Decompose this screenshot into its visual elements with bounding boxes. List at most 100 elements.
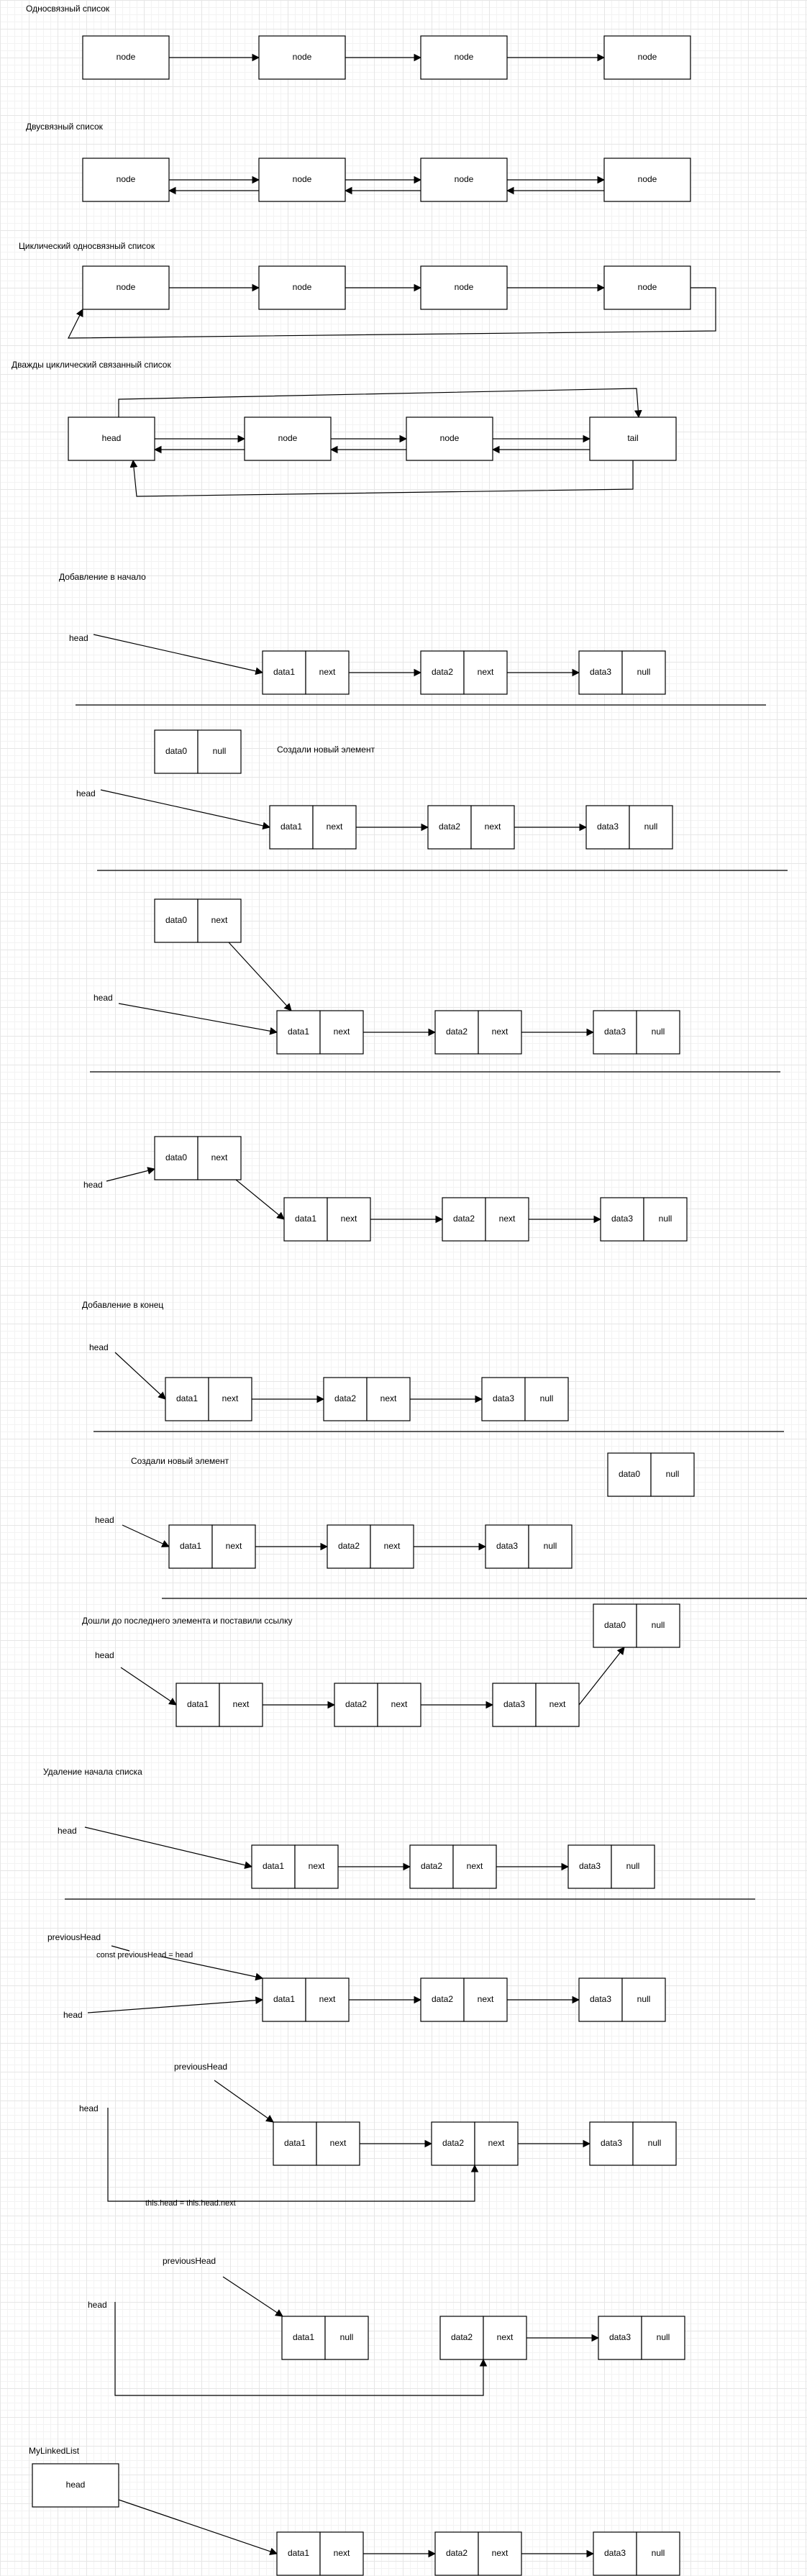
al1-node-1-pointer-cell xyxy=(208,1377,252,1421)
add-last-head-arrow-2 xyxy=(122,1524,170,1547)
af4-node-2-data-cell xyxy=(442,1197,486,1242)
add-first-head-arrow-1 xyxy=(93,634,264,675)
al2-node-3-pointer-cell xyxy=(528,1524,573,1569)
circular-node-4-label: node xyxy=(638,282,657,292)
section-title-remove-first: Удаление начала списка xyxy=(43,1767,142,1777)
al2-node-2-pointer-label: next xyxy=(384,1541,401,1551)
rf3-node-3-data-cell xyxy=(589,2121,634,2166)
doubly-node-2 xyxy=(258,158,346,202)
al1-node-2-pointer-label: next xyxy=(380,1393,397,1403)
al2-new-node-pointer-label: null xyxy=(666,1469,680,1479)
rf1-node-3-pointer-cell xyxy=(611,1844,655,1889)
rf2-node-2-pointer-label: next xyxy=(478,1994,494,2004)
af1-node-3-data-label: data3 xyxy=(590,667,611,677)
previous-head-label-2: previousHead xyxy=(174,2062,227,2072)
rf3-node-3-pointer-cell xyxy=(632,2121,677,2166)
al2-node-1-pointer-label: next xyxy=(226,1541,242,1551)
af4-node-1-pointer-cell xyxy=(327,1197,371,1242)
af1-node-2-pointer-cell xyxy=(463,650,508,695)
rf2-node-3-pointer-cell xyxy=(621,1977,666,2022)
al2-node-2-data-label: data2 xyxy=(338,1541,360,1551)
mll-node-2-pointer-label: next xyxy=(492,2548,509,2558)
rf2-node-1-pointer-label: next xyxy=(319,1994,336,2004)
remove-head-3: head xyxy=(79,2103,99,2113)
al2-node-2-data-cell xyxy=(327,1524,371,1569)
af3-node-3-data-cell xyxy=(593,1010,637,1055)
af1-node-1-pointer-cell xyxy=(305,650,350,695)
af2-node-3-pointer-label: null xyxy=(644,822,658,832)
created-new-label: Создали новый элемент xyxy=(277,745,375,755)
section-title-singly: Односвязный список xyxy=(26,4,110,14)
dc-node-1-label: node xyxy=(278,433,298,443)
al3-new-node-pointer-label: null xyxy=(652,1620,665,1630)
al3-node-1-data-cell xyxy=(175,1683,220,1727)
af4-node-1-data-cell xyxy=(283,1197,328,1242)
al1-node-1-pointer-label: next xyxy=(222,1393,239,1403)
al1-node-3-pointer-label: null xyxy=(540,1393,554,1403)
rf4-node-2-pointer-label: next xyxy=(497,2332,514,2342)
circular-back-arrow xyxy=(68,287,716,339)
rf2-node-1-data-label: data1 xyxy=(273,1994,295,2004)
remove-head-arrow-2 xyxy=(87,1996,264,2013)
al2-node-3-data-label: data3 xyxy=(496,1541,518,1551)
dc-node-2 xyxy=(406,417,493,461)
previous-head-arrow-1 xyxy=(161,1956,264,1981)
circular-node-3 xyxy=(420,265,508,310)
rf1-node-2-pointer-label: next xyxy=(467,1861,483,1871)
af3-node-1-pointer-label: next xyxy=(334,1027,350,1037)
af4-node-3-data-cell xyxy=(600,1197,644,1242)
mll-node-2-data-label: data2 xyxy=(446,2548,468,2558)
al3-node-2-pointer-cell xyxy=(377,1683,421,1727)
remove-head-4: head xyxy=(88,2300,107,2310)
dc-node-2-label: node xyxy=(440,433,460,443)
mll-node-1-data-cell xyxy=(276,2531,321,2576)
my-linked-list-title: MyLinkedList xyxy=(29,2446,80,2456)
rf1-node-1-pointer-cell xyxy=(294,1844,339,1889)
this-head-next-note: this.head = this.head.next xyxy=(145,2199,236,2208)
rf4-node-2-data-label: data2 xyxy=(451,2332,473,2342)
rf4-node-3-pointer-cell xyxy=(641,2316,685,2360)
dc-tail-node-label: tail xyxy=(627,433,638,443)
af2-node-1-pointer-cell xyxy=(312,805,357,850)
al1-node-3-data-label: data3 xyxy=(493,1393,514,1403)
rf3-node-1-pointer-cell xyxy=(316,2121,360,2166)
rf4-detached-node-data-label: data1 xyxy=(293,2332,314,2342)
rf4-detached-node-data-cell xyxy=(281,2316,326,2360)
mll-node-3-data-label: data3 xyxy=(604,2548,626,2558)
mll-node-3-pointer-label: null xyxy=(652,2548,665,2558)
al2-node-1-data-cell xyxy=(168,1524,213,1569)
add-first-head-arrow-4 xyxy=(106,1167,156,1182)
rf2-node-3-data-label: data3 xyxy=(590,1994,611,2004)
rf4-node-2-pointer-cell xyxy=(483,2316,527,2360)
rf3-node-2-data-label: data2 xyxy=(442,2138,464,2148)
doubly-node-1 xyxy=(82,158,170,202)
rf1-node-2-data-label: data2 xyxy=(421,1861,442,1871)
circular-node-4 xyxy=(603,265,691,310)
af3-new-node-arrow xyxy=(228,942,292,1011)
doubly-node-4-label: node xyxy=(638,174,657,184)
section-title-add-last: Добавление в конец xyxy=(82,1300,163,1310)
singly-node-3 xyxy=(420,35,508,80)
dc-node-1 xyxy=(244,417,332,461)
rf3-node-1-pointer-label: next xyxy=(330,2138,347,2148)
al3-node-2-data-label: data2 xyxy=(345,1699,367,1709)
previous-head-label-1: previousHead xyxy=(47,1932,101,1942)
rf3-node-1-data-label: data1 xyxy=(284,2138,306,2148)
mll-node-3-data-cell xyxy=(593,2531,637,2576)
add-first-head-3: head xyxy=(94,993,113,1003)
af2-new-node-pointer-cell xyxy=(197,729,242,774)
al3-new-node-data-label: data0 xyxy=(604,1620,626,1630)
al3-arrow-to-new xyxy=(578,1647,625,1706)
af3-new-node-data-label: data0 xyxy=(165,915,187,925)
rf2-node-1-pointer-cell xyxy=(305,1977,350,2022)
af4-node-2-pointer-label: next xyxy=(499,1214,516,1224)
mll-node-1-pointer-cell xyxy=(319,2531,364,2576)
al2-node-3-data-cell xyxy=(485,1524,529,1569)
add-last-head-1: head xyxy=(89,1342,109,1352)
al1-node-3-data-cell xyxy=(481,1377,526,1421)
section-title-circular-singly: Циклический односвязный список xyxy=(19,241,155,251)
add-last-head-2: head xyxy=(95,1515,114,1525)
al2-node-3-pointer-label: null xyxy=(544,1541,557,1551)
singly-node-1-label: node xyxy=(117,52,136,62)
af4-node-1-pointer-label: next xyxy=(341,1214,357,1224)
